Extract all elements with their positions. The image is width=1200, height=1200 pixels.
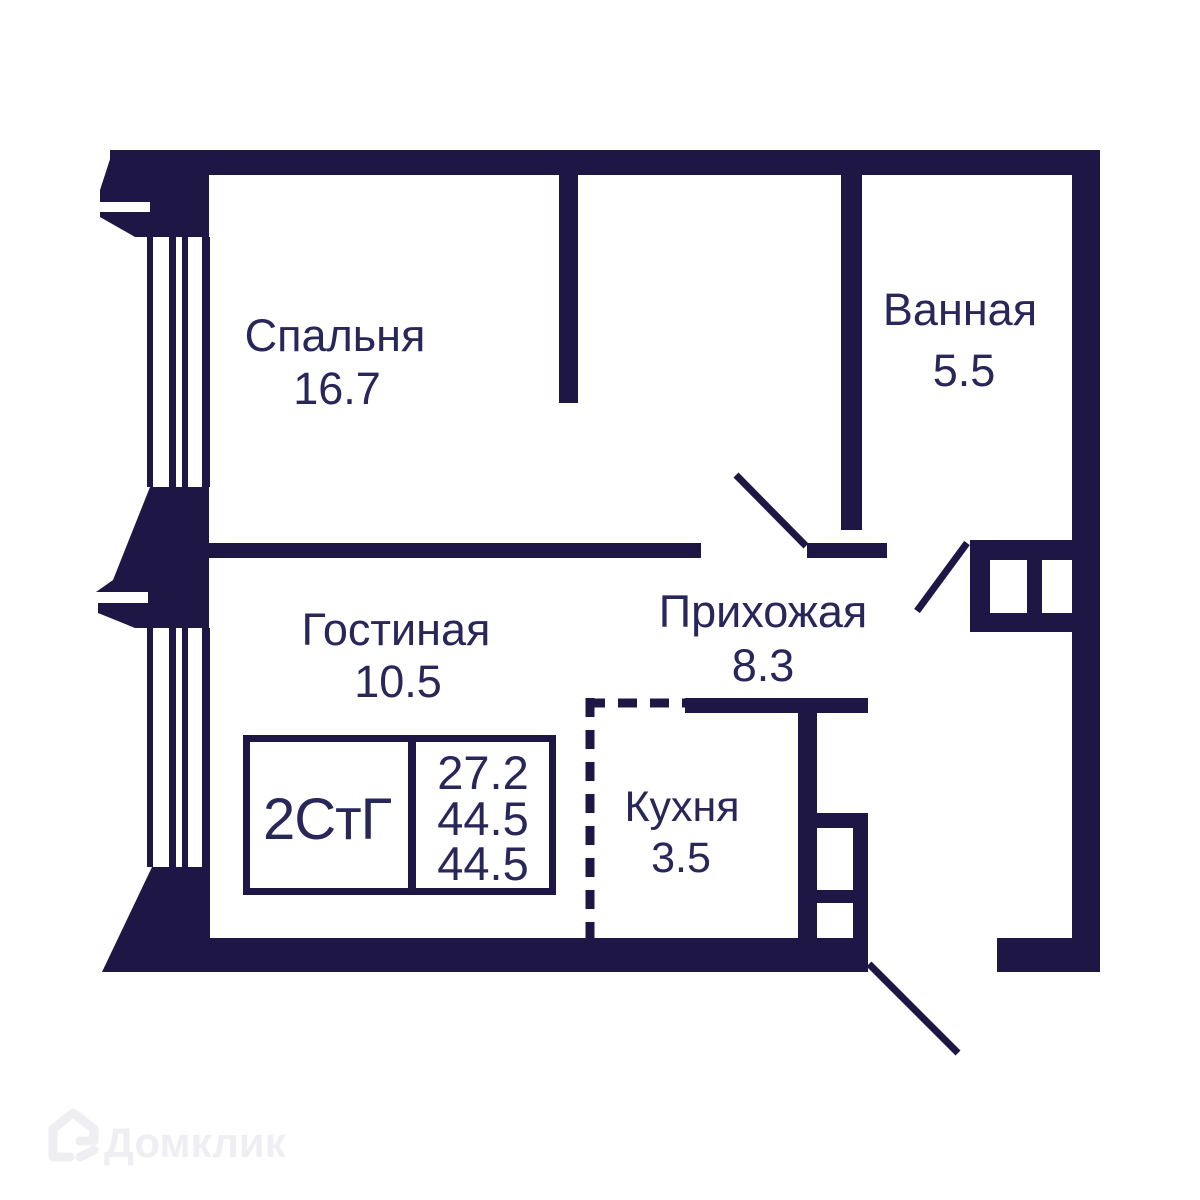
hallway-area: 8.3	[732, 640, 795, 691]
kitchen-name: Кухня	[624, 783, 739, 831]
unit-area-value-3: 44.5	[437, 837, 528, 890]
living-name: Гостиная	[302, 604, 491, 655]
hallway-name: Прихожая	[659, 586, 868, 637]
wall-bathroom-door-stub	[807, 543, 887, 558]
bathroom-area: 5.5	[933, 345, 996, 396]
bathroom-name: Ванная	[883, 284, 1037, 335]
unit-type-label: 2СтГ	[263, 787, 392, 852]
wall-right	[1072, 150, 1100, 972]
wall-kitchen-right	[798, 713, 817, 972]
balcony-block-bottom	[102, 867, 210, 972]
wall-kitchen-top	[685, 698, 868, 713]
kitchen-area: 3.5	[651, 834, 711, 882]
watermark: Домклик	[48, 1108, 287, 1166]
unit-area-value-1: 27.2	[437, 746, 528, 799]
balcony-window-upper	[147, 237, 210, 487]
wall-bottom-right-stub	[997, 938, 1100, 972]
wall-bedroom-partition	[559, 175, 578, 403]
wall-top	[110, 150, 1100, 175]
bedroom-area: 16.7	[293, 363, 381, 414]
room-label-kitchen: Кухня 3.5	[624, 783, 739, 882]
balcony-block-top	[100, 150, 209, 237]
unit-info-box-cell-right	[416, 742, 549, 888]
bedroom-name: Спальня	[245, 310, 426, 361]
door-swing-bathroom	[914, 540, 970, 614]
room-label-hallway: Прихожая 8.3	[659, 586, 868, 691]
door-swing-entrance	[866, 961, 961, 1056]
watermark-brand: Домклик	[104, 1119, 287, 1166]
unit-info-box-cell-left	[250, 742, 408, 888]
balcony-window-lower	[147, 628, 210, 938]
door-swing-bedroom	[733, 472, 809, 549]
living-area: 10.5	[354, 656, 442, 707]
wall-bottom	[190, 938, 868, 972]
unit-info-box: 2СтГ 27.2 44.5 44.5	[243, 735, 556, 895]
room-label-living: Гостиная 10.5	[302, 604, 491, 707]
wall-bedroom-living-divider	[203, 543, 701, 558]
unit-area-value-2: 44.5	[437, 792, 528, 845]
room-label-bedroom: Спальня 16.7	[245, 310, 426, 414]
house-logo-icon	[48, 1108, 99, 1162]
shaft-kitchen	[817, 813, 868, 938]
shaft-bathroom	[970, 540, 1072, 632]
balcony-block-middle	[96, 487, 209, 628]
room-label-bathroom: Ванная 5.5	[883, 284, 1037, 396]
wall-bathroom-left	[841, 175, 862, 530]
